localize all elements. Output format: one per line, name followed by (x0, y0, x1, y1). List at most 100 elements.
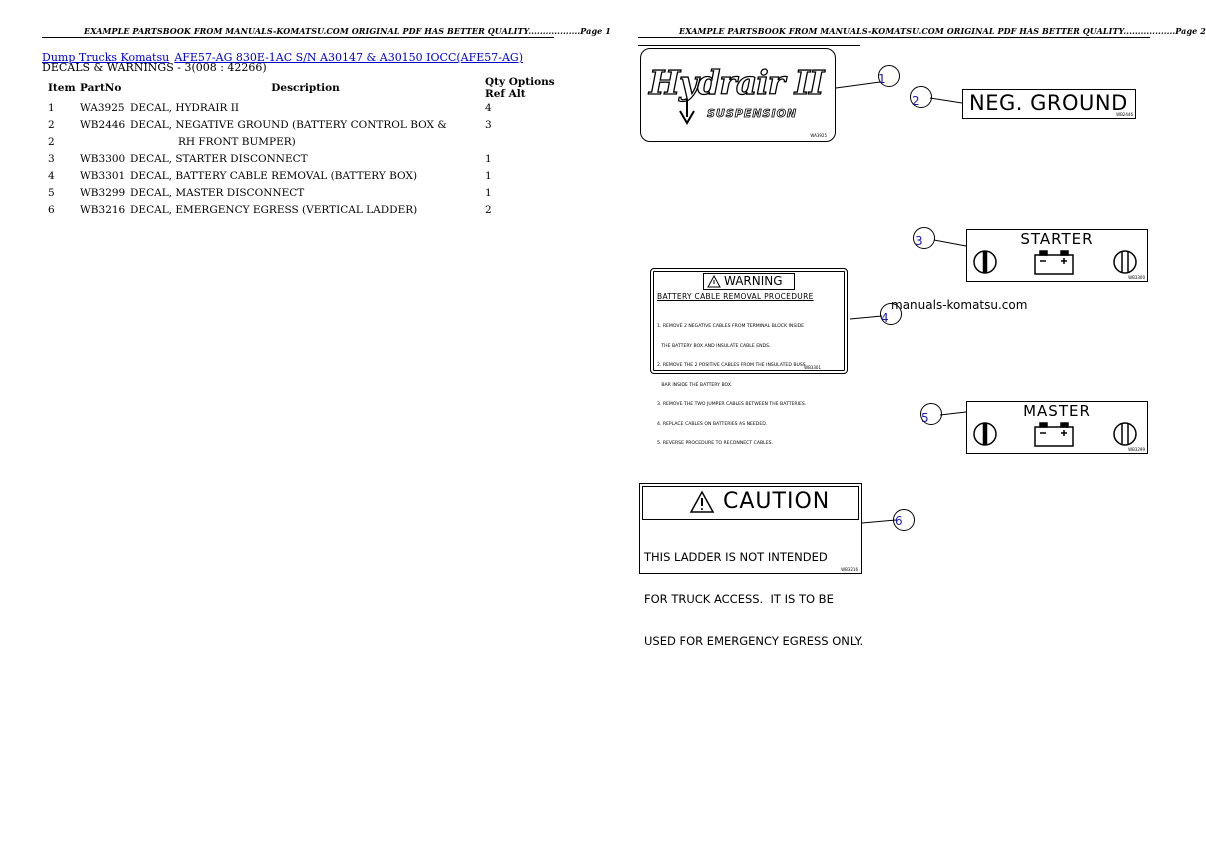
leader-line-2 (929, 97, 963, 104)
procedure-line: 2. REMOVE THE 2 POSITIVE CABLES FROM THE… (657, 363, 806, 368)
col-partno: PartNo (80, 82, 122, 94)
off-switch-icon (973, 422, 997, 446)
hydrair-arrow-icon (679, 99, 695, 125)
breadcrumb-link-dump-trucks[interactable]: Dump Trucks Komatsu (42, 51, 170, 64)
callout-number-5: 5 (921, 411, 929, 425)
callout-number-6: 6 (895, 514, 903, 528)
on-switch-icon (1113, 250, 1137, 274)
cell-qty: 4 (485, 102, 492, 114)
cell-description: DECAL, HYDRAIR II (130, 102, 240, 114)
cell-partno: WB3216 (80, 204, 126, 216)
page2-figure-rule (638, 45, 860, 46)
cell-item: 4 (48, 170, 55, 182)
master-symbols (973, 422, 1137, 447)
section-title: DECALS & WARNINGS - 3(008 : 42266) (42, 61, 267, 74)
callout-number-2: 2 (912, 94, 920, 108)
callout-circle-4[interactable] (880, 303, 902, 325)
col-qty: Qty (485, 76, 506, 88)
decal-code-5: WB3299 (1128, 447, 1145, 452)
cell-partno: WB3300 (80, 153, 126, 165)
decal-neg-ground: NEG. GROUND WB2446 (962, 89, 1136, 119)
warning-procedure: 1. REMOVE 2 NEGATIVE CABLES FROM TERMINA… (657, 311, 806, 461)
decal-code-4: WB3301 (804, 365, 821, 370)
table-row: 3 WB3300 DECAL, STARTER DISCONNECT 1 (42, 151, 579, 168)
cell-qty: 3 (485, 119, 492, 131)
cell-description: DECAL, NEGATIVE GROUND (BATTERY CONTROL … (130, 119, 447, 131)
cell-qty: 2 (485, 204, 492, 216)
parts-table-header: Item PartNo Description Qty Options Ref … (42, 76, 579, 100)
warning-subtitle: BATTERY CABLE REMOVAL PROCEDURE (657, 292, 814, 301)
table-row: 4 WB3301 DECAL, BATTERY CABLE REMOVAL (B… (42, 168, 579, 185)
cell-partno: WA3925 (80, 102, 125, 114)
cell-description: DECAL, STARTER DISCONNECT (130, 153, 308, 165)
procedure-line: BAR INSIDE THE BATTERY BOX. (657, 382, 733, 388)
table-row: 1 WA3925 DECAL, HYDRAIR II 4 (42, 100, 579, 117)
off-switch-icon (973, 250, 997, 274)
watermark: manuals-komatsu.com (891, 298, 1028, 312)
page2-header: EXAMPLE PARTSBOOK FROM MANUALS-KOMATSU.C… (679, 26, 1206, 36)
callout-circle-5[interactable] (920, 403, 942, 425)
decal-code-3: WB3300 (1128, 275, 1145, 280)
table-row: 6 WB3216 DECAL, EMERGENCY EGRESS (VERTIC… (42, 202, 579, 219)
cell-partno: WB3299 (80, 187, 126, 199)
decal-code-2: WB2446 (1116, 112, 1133, 117)
decal-starter: STARTER WB3300 (966, 229, 1148, 282)
cell-description: DECAL, BATTERY CABLE REMOVAL (BATTERY BO… (130, 170, 418, 182)
decal-master: MASTER WB3299 (966, 401, 1148, 454)
hydrair-suspension: SUSPENSION (707, 107, 798, 121)
procedure-line: 1. REMOVE 2 NEGATIVE CABLES FROM TERMINA… (657, 324, 805, 329)
procedure-line: 4. REPLACE CABLES ON BATTERIES AS NEEDED… (657, 421, 768, 427)
caution-title: CAUTION (723, 489, 831, 514)
col-alt: Alt (508, 88, 526, 100)
warning-triangle-icon (707, 274, 721, 288)
cell-item: 5 (48, 187, 55, 199)
callout-number-4: 4 (881, 311, 889, 325)
cell-qty: 1 (485, 187, 492, 199)
master-title: MASTER (1023, 402, 1091, 420)
page1-header: EXAMPLE PARTSBOOK FROM MANUALS-KOMATSU.C… (84, 26, 611, 36)
caution-line: FOR TRUCK ACCESS. IT IS TO BE (644, 592, 834, 606)
decal-warning: WARNING BATTERY CABLE REMOVAL PROCEDURE … (650, 268, 848, 446)
table-row: 5 WB3299 DECAL, MASTER DISCONNECT 1 (42, 185, 579, 202)
leader-line-3 (933, 239, 967, 247)
callout-circle-3[interactable] (913, 227, 935, 249)
col-ref: Ref (485, 88, 505, 100)
leader-line-4 (849, 315, 883, 320)
col-item: Item (48, 82, 76, 94)
caution-line: THIS LADDER IS NOT INTENDED (644, 550, 828, 564)
battery-icon (1034, 254, 1074, 275)
cell-description: DECAL, EMERGENCY EGRESS (VERTICAL LADDER… (130, 204, 418, 216)
callout-circle-2[interactable] (910, 86, 932, 108)
col-description: Description (271, 82, 340, 94)
table-row: 2 WB2446 DECAL, NEGATIVE GROUND (BATTERY… (42, 117, 579, 134)
warning-title-box: WARNING (703, 273, 795, 290)
battery-icon (1034, 426, 1074, 447)
cell-description: RH FRONT BUMPER) (178, 136, 296, 148)
procedure-line: 3. REMOVE THE TWO JUMPER CABLES BETWEEN … (657, 402, 807, 407)
breadcrumb-link-model[interactable]: AFE57-AG 830E-1AC S/N A30147 & A30150 IO… (174, 51, 524, 64)
decal-caution: CAUTION THIS LADDER IS NOT INTENDED FOR … (639, 483, 863, 648)
cell-partno: WB2446 (80, 119, 126, 131)
callout-number-3: 3 (915, 234, 923, 248)
decal-code-6: WB3216 (841, 567, 858, 572)
col-qty-options-ref-alt: Qty Options Ref Alt (483, 76, 579, 100)
cell-qty: 1 (485, 153, 492, 165)
caution-line: USED FOR EMERGENCY EGRESS ONLY. (644, 634, 864, 648)
starter-symbols (973, 250, 1137, 275)
callout-circle-6[interactable] (893, 509, 915, 531)
cell-item: 1 (48, 102, 55, 114)
page1-header-rule (42, 37, 554, 38)
cell-qty: 1 (485, 170, 492, 182)
cell-item: 6 (48, 204, 55, 216)
warning-title: WARNING (724, 274, 783, 288)
col-options: Options (508, 76, 555, 88)
leader-line-1 (835, 81, 881, 89)
procedure-line: THE BATTERY BOX AND INSULATE CABLE ENDS. (657, 343, 771, 349)
cell-item: 2 (48, 119, 55, 131)
cell-partno: WB3301 (80, 170, 126, 182)
decal-hydrair: Hydrair II SUSPENSION WA3925 (640, 48, 836, 142)
callout-circle-1[interactable] (878, 65, 900, 87)
table-row: 2 RH FRONT BUMPER) (42, 134, 579, 151)
procedure-line: 5. REVERSE PROCEDURE TO RECONNECT CABLES… (657, 441, 773, 446)
